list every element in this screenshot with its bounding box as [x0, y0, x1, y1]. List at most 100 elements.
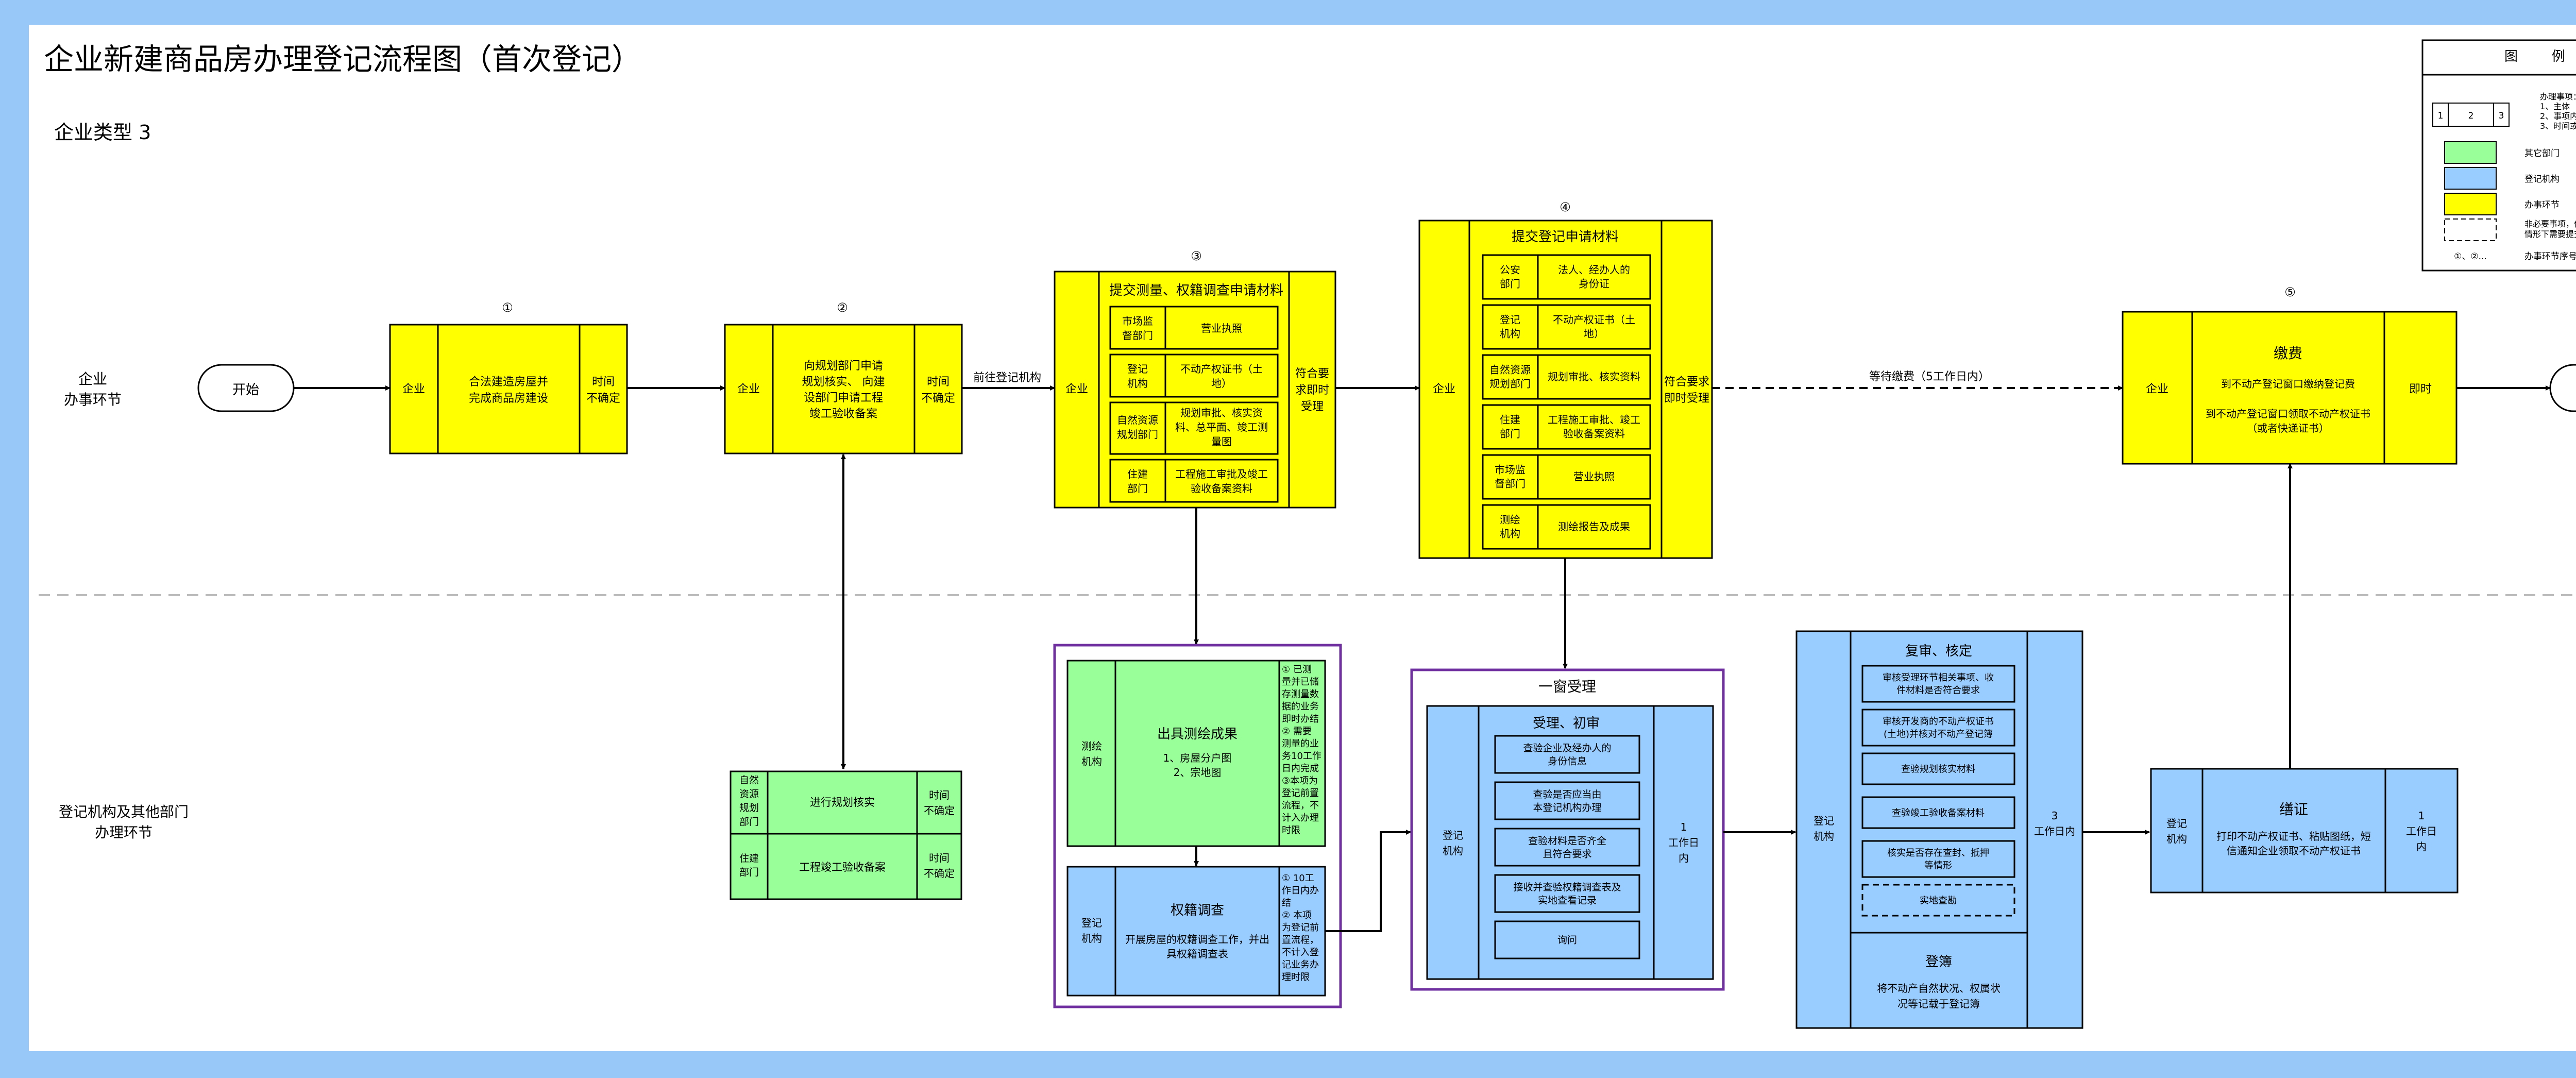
- step-3-row: 登记机构 不动产权证书（土地）: [1109, 353, 1279, 398]
- step-4-row-dept: 自然资源规划部门: [1489, 364, 1531, 390]
- step-4-row-dept: 测绘机构: [1500, 514, 1520, 540]
- svg-text:住建部门: 住建部门: [1127, 468, 1148, 495]
- legend-seq-symbol: ①、②...: [2454, 251, 2487, 262]
- legend-dashed-label: 非必要事项，但在特定情形下需要提交或办理: [2524, 219, 2576, 239]
- step-number-2: ②: [837, 300, 848, 315]
- window-item: 接收并查验权籍调查表及实地查看记录: [1494, 874, 1640, 913]
- svg-text:1: 1: [2438, 111, 2444, 121]
- lane-label-enterprise: 企业办事环节: [64, 370, 122, 408]
- step-3-time: 符合要求即时受理: [1295, 367, 1329, 413]
- step-4-row-item: 营业执照: [1573, 470, 1615, 483]
- review-item: 核实是否存在查封、抵押等情形: [1861, 840, 2015, 878]
- svg-text:工程施工审批及竣工验收备案资料: 工程施工审批及竣工验收备案资料: [1175, 468, 1268, 495]
- issue-actor: 登记机构: [2166, 817, 2187, 845]
- svg-text:不动产权证书（土地）: 不动产权证书（土地）: [1180, 363, 1263, 390]
- step-5-box: 企业 缴费 到不动产登记窗口缴纳登记费到不动产登记窗口领取不动产权证书（或者快递…: [2122, 311, 2458, 465]
- legend-yellow-label: 办事环节: [2524, 200, 2560, 210]
- verify-dept-1: 自然资源规划部门: [739, 774, 759, 828]
- step-2-body: 向规划部门申请规划核实、 向建设部门申请工程竣工验收备案: [802, 360, 885, 420]
- book-title: 登簿: [1925, 954, 1952, 970]
- step-4-title: 提交登记申请材料: [1512, 229, 1619, 245]
- verify-item-1: 进行规划核实: [810, 796, 875, 808]
- step-4-row-item: 法人、经办人的身份证: [1558, 264, 1630, 290]
- step-4-row: 自然资源规划部门 规划审批、核实资料: [1482, 354, 1651, 400]
- step-4-row-dept: 市场监督部门: [1495, 464, 1526, 490]
- legend-green-label: 其它部门: [2524, 148, 2560, 159]
- step-number-5: ⑤: [2284, 285, 2296, 299]
- svg-text:登记机构: 登记机构: [1127, 363, 1148, 390]
- svg-text:营业执照: 营业执照: [1201, 322, 1242, 334]
- window-item-text: 接收并查验权籍调查表及实地查看记录: [1513, 882, 1621, 906]
- legend-step-sample: 1 2 3: [2432, 103, 2510, 127]
- window-item: 查验是否应当由本登记机构办理: [1494, 781, 1640, 820]
- cadastral-title: 权籍调查: [1171, 903, 1224, 918]
- window-item-text: 查验是否应当由本登记机构办理: [1533, 789, 1601, 814]
- step-number-3: ③: [1191, 249, 1202, 263]
- legend: 图 例 1 2 3 办理事项：1、主体2、事项内容3、时间或说明 其它部门 登记…: [2421, 39, 2576, 272]
- window-item: 查验材料是否齐全且符合要求: [1494, 828, 1640, 867]
- step-4-row-item: 测绘报告及成果: [1558, 520, 1630, 533]
- verify-dept-2: 住建部门: [739, 853, 759, 878]
- step-5-time: 即时: [2409, 383, 2432, 396]
- legend-step-desc: 办理事项：1、主体2、事项内容3、时间或说明: [2540, 92, 2576, 131]
- survey-title: 出具测绘成果: [1157, 727, 1238, 742]
- start-label: 开始: [232, 382, 259, 398]
- verify-time-2: 时间不确定: [924, 852, 955, 880]
- step-1-box: 企业 合法建造房屋并完成商品房建设 时间不确定: [389, 324, 628, 454]
- window-subtitle: 受理、初审: [1533, 716, 1600, 731]
- step-4-row: 公安部门 法人、经办人的身份证: [1482, 254, 1651, 300]
- end-terminal: [2549, 364, 2576, 412]
- arrow-label-go-to-registry: 前往登记机构: [973, 372, 1041, 384]
- svg-text:市场监督部门: 市场监督部门: [1122, 315, 1153, 342]
- lane-label-registry: 登记机构及其他部门办理环节: [59, 803, 189, 841]
- step-5-body: 到不动产登记窗口缴纳登记费到不动产登记窗口领取不动产权证书（或者快递证书）: [2206, 378, 2370, 434]
- step-2-actor: 企业: [737, 383, 760, 396]
- step-1-actor: 企业: [402, 383, 425, 396]
- step-number-4: ④: [1560, 200, 1571, 214]
- legend-blue-swatch: [2444, 167, 2497, 190]
- window-item-text: 询问: [1557, 935, 1577, 946]
- review-item: 查验规划核实材料: [1861, 752, 2015, 785]
- review-item: 查验竣工验收备案材料: [1861, 796, 2015, 829]
- svg-text:规划审批、核实资料、总平面、竣工测量图: 规划审批、核实资料、总平面、竣工测量图: [1175, 407, 1268, 448]
- step-3-box: 企业 提交测量、权籍调查申请材料 市场监督部门 营业执照 登记机构 不动产权证书…: [1054, 271, 1336, 509]
- review-item-text: 查验竣工验收备案材料: [1892, 807, 1985, 818]
- step-3-title: 提交测量、权籍调查申请材料: [1109, 283, 1283, 298]
- step-1-time: 时间不确定: [586, 376, 620, 405]
- window-actor: 登记机构: [1443, 829, 1463, 857]
- legend-green-swatch: [2444, 141, 2497, 164]
- step-number-1: ①: [502, 300, 513, 315]
- step-2-time: 时间不确定: [921, 376, 955, 405]
- step-3-actor: 企业: [1065, 383, 1088, 396]
- review-title: 复审、核定: [1905, 644, 1972, 659]
- svg-text:自然资源规划部门: 自然资源规划部门: [1117, 414, 1158, 441]
- issue-body: 打印不动产权证书、粘贴图纸，短信通知企业领取不动产权证书: [2216, 830, 2371, 857]
- arrow-cadastral-to-window: [1325, 830, 1411, 932]
- step-4-time: 符合要求即时受理: [1664, 376, 1709, 405]
- step-4-row-item: 不动产权证书（土地）: [1553, 314, 1635, 340]
- step-4-row: 测绘机构 测绘报告及成果: [1482, 504, 1651, 550]
- page-title: 企业新建商品房办理登记流程图（首次登记）: [44, 42, 641, 77]
- survey-actor: 测绘机构: [1081, 740, 1102, 768]
- svg-text:2: 2: [2468, 111, 2474, 121]
- window-item-text: 查验企业及经办人的身份信息: [1523, 743, 1611, 767]
- window-item: 询问: [1494, 920, 1640, 959]
- registry-verify-box: 自然资源规划部门 进行规划核实 时间不确定 住建部门 工程竣工验收备案 时间不确…: [730, 770, 962, 900]
- review-item-text: 审核受理环节相关事项、收件材料是否符合要求: [1883, 672, 1994, 696]
- step-3-row: 住建部门 工程施工审批及竣工验收备案资料: [1109, 459, 1279, 503]
- step-4-actor: 企业: [1433, 383, 1455, 396]
- issue-title: 缮证: [2279, 801, 2308, 818]
- step-4-row-dept: 住建部门: [1500, 414, 1520, 440]
- step-3-row: 市场监督部门 营业执照: [1109, 306, 1279, 350]
- legend-seq-label: 办事环节序号: [2524, 251, 2576, 262]
- step-4-row-item: 规划审批、核实资料: [1548, 370, 1640, 383]
- cadastral-actor: 登记机构: [1081, 917, 1102, 945]
- step-4-row-dept: 公安部门: [1500, 264, 1520, 290]
- legend-yellow-swatch: [2444, 193, 2497, 215]
